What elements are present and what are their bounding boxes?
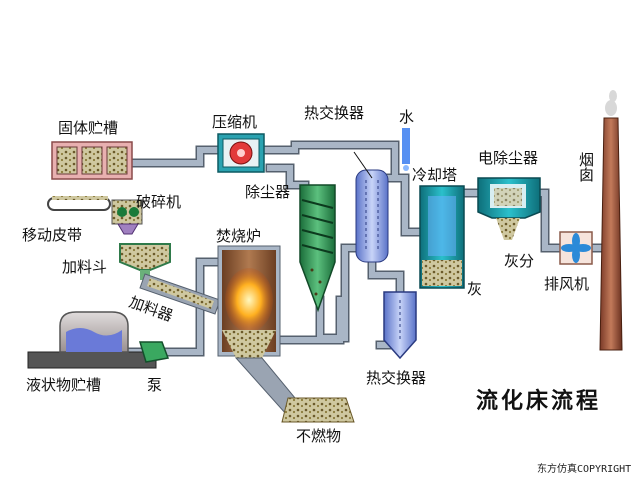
dust-collector — [299, 184, 336, 313]
diagram-title: 流化床流程 — [476, 388, 601, 414]
non-combustibles-pile — [281, 397, 355, 423]
label-cooling-tower: 冷却塔 — [412, 166, 457, 184]
equipment-labels: 固体贮槽 压缩机 热交换器 水 冷却塔 电除尘器 破碎机 除尘器 移动皮带 焚烧… — [22, 104, 595, 445]
pump — [138, 341, 170, 363]
label-ash-content: 灰分 — [504, 252, 534, 270]
label-heat-exchanger-bottom: 热交换器 — [366, 369, 426, 387]
label-incinerator: 焚烧炉 — [216, 227, 261, 245]
cooling-tower — [419, 185, 465, 289]
label-non-combustibles: 不燃物 — [296, 427, 341, 445]
label-electrostatic-precipitator: 电除尘器 — [478, 149, 538, 167]
label-pump: 泵 — [147, 376, 162, 394]
heat-exchanger-bottom — [383, 291, 417, 360]
water-spray — [402, 128, 410, 171]
copyright-notice: 东方仿真COPYRIGHT — [537, 462, 631, 475]
heat-exchanger-top — [353, 151, 389, 263]
label-heat-exchanger-top: 热交换器 — [304, 104, 364, 122]
label-water: 水 — [399, 108, 414, 126]
label-liquid-tank: 液状物贮槽 — [26, 376, 101, 394]
chimney — [599, 90, 623, 351]
solid-tank — [51, 141, 133, 180]
label-chimney-1: 烟囱 — [577, 152, 595, 182]
feeder — [139, 273, 221, 315]
label-crusher: 破碎机 — [136, 193, 181, 211]
label-compressor: 压缩机 — [212, 113, 257, 131]
label-dust-collector: 除尘器 — [245, 183, 290, 201]
label-solid-tank: 固体贮槽 — [58, 119, 118, 137]
exhaust-fan — [559, 231, 593, 265]
label-ash: 灰 — [467, 280, 482, 298]
moving-belt — [47, 196, 111, 211]
liquid-tank — [27, 311, 157, 369]
label-moving-belt: 移动皮带 — [22, 226, 82, 244]
label-exhaust-fan: 排风机 — [544, 275, 589, 293]
electrostatic-precipitator — [477, 177, 541, 240]
crusher — [111, 199, 143, 235]
label-feed-hopper: 加料斗 — [62, 258, 107, 276]
incinerator — [217, 245, 301, 415]
compressor — [217, 133, 265, 173]
